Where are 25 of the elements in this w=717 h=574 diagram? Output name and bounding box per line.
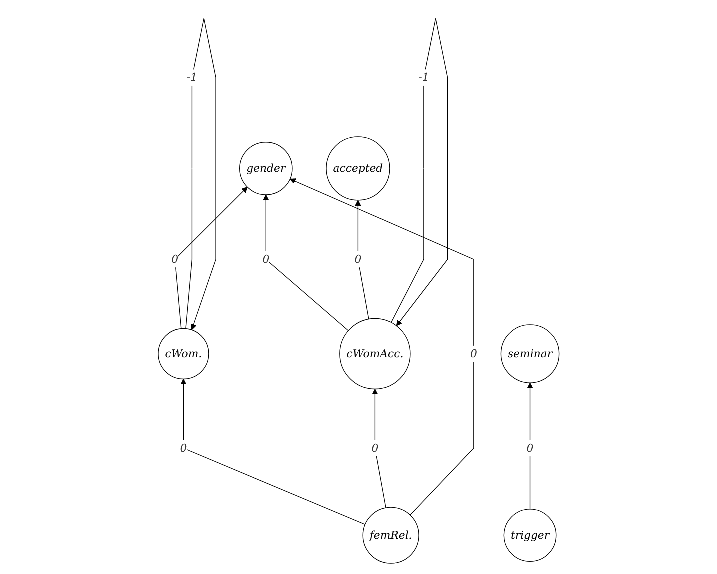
edge-label: 0: [180, 442, 187, 455]
edge-label: -1: [418, 71, 429, 84]
arrow: [354, 200, 369, 320]
arrow: [180, 378, 366, 526]
node-circle: cWomAcc.: [339, 318, 410, 390]
edge-label: 0: [470, 347, 478, 360]
arrow: [526, 382, 533, 510]
node-circle: trigger: [503, 509, 556, 562]
edge-label: -1: [186, 71, 198, 84]
arrow: [262, 194, 348, 332]
arrow: [290, 178, 474, 516]
edge-label: 0: [526, 442, 534, 455]
arrow: [185, 18, 216, 330]
node-circle: seminar: [500, 324, 560, 384]
node-circle: femRel.: [362, 507, 419, 564]
edge-label: 0: [262, 252, 270, 266]
node-circle: accepted: [326, 136, 390, 201]
arrow: [372, 389, 386, 508]
edge-label: 0: [171, 252, 178, 266]
edge-label: 0: [371, 442, 378, 455]
arrow: [174, 187, 248, 330]
edge-label: 0: [354, 252, 362, 266]
node-circle: cWom.: [158, 328, 209, 380]
arrow: [390, 18, 448, 326]
node-circle: gender: [239, 142, 292, 196]
